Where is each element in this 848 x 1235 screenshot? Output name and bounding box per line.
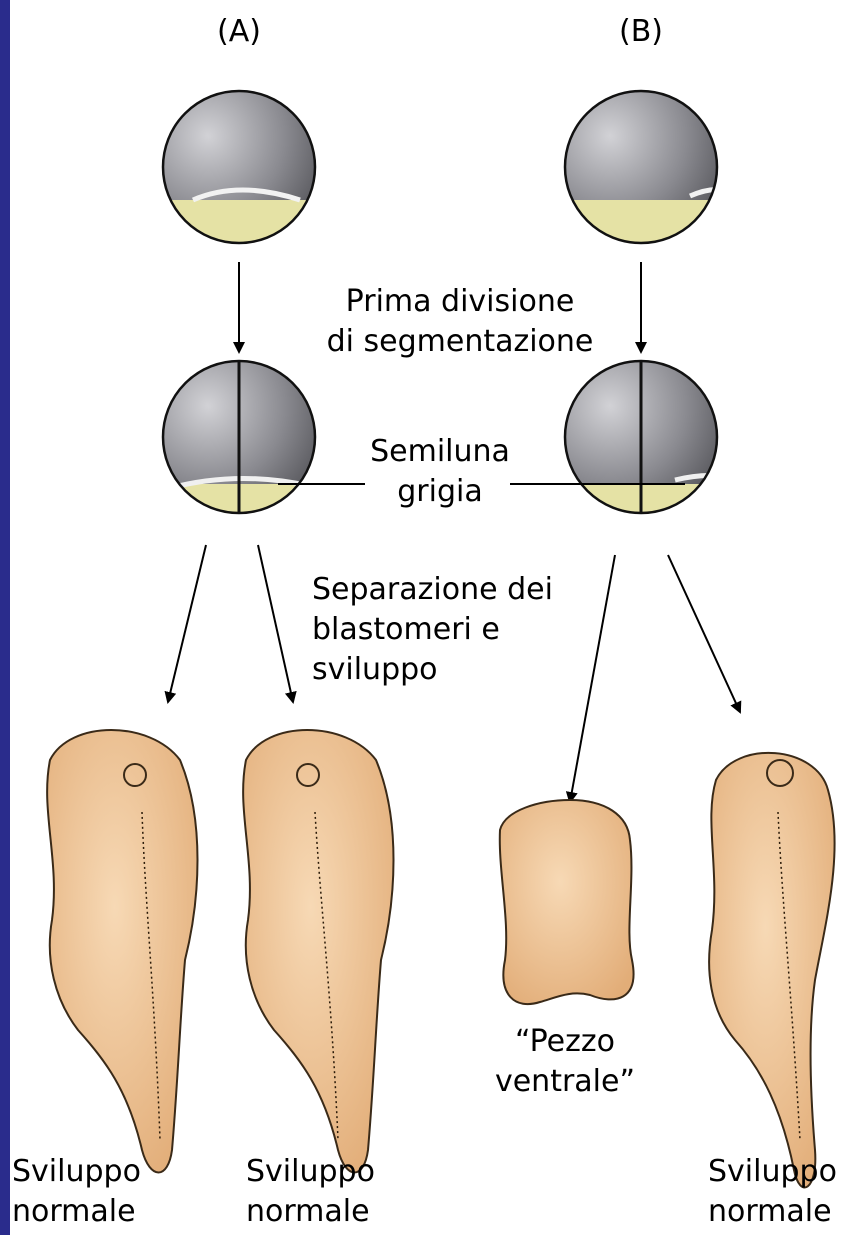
- result-a-right: Sviluppo normale: [246, 1152, 375, 1232]
- result-a-left: Sviluppo normale: [12, 1152, 141, 1232]
- egg-b: [562, 88, 722, 250]
- two-cell-embryo-b: [562, 358, 722, 524]
- egg-a: [160, 88, 320, 250]
- result-a-left-line2: normale: [12, 1192, 141, 1232]
- separation-line2: blastomeri e: [312, 610, 553, 650]
- separation-line1: Separazione dei: [312, 570, 553, 610]
- ventral-piece-line1: “Pezzo: [480, 1022, 650, 1062]
- slide: (A) (B) Prima divisione di segmentazione…: [10, 0, 848, 1235]
- result-b: Sviluppo normale: [708, 1152, 837, 1232]
- result-a-left-line1: Sviluppo: [12, 1152, 141, 1192]
- separation-label: Separazione dei blastomeri e sviluppo: [312, 570, 553, 690]
- result-b-line2: normale: [708, 1192, 837, 1232]
- ventral-piece: [500, 800, 634, 1004]
- gray-crescent-label: Semiluna grigia: [350, 432, 530, 512]
- result-a-right-line1: Sviluppo: [246, 1152, 375, 1192]
- two-cell-embryo-a: [160, 358, 320, 524]
- arrow-a-right-blastomere: [258, 545, 293, 702]
- ventral-piece-line2: ventrale”: [480, 1062, 650, 1102]
- arrow-b-ventral: [570, 555, 615, 802]
- gray-crescent-line2: grigia: [350, 472, 530, 512]
- panel-label-b: (B): [581, 12, 701, 52]
- tadpole-a-right: [243, 730, 393, 1173]
- tadpole-a-left: [47, 730, 197, 1173]
- arrow-a-left-blastomere: [168, 545, 206, 702]
- first-cleavage-line1: Prima divisione: [310, 282, 610, 322]
- arrow-b-dorsal: [668, 555, 740, 712]
- result-b-line1: Sviluppo: [708, 1152, 837, 1192]
- gray-crescent-line1: Semiluna: [350, 432, 530, 472]
- tadpole-b: [709, 753, 834, 1188]
- first-cleavage-line2: di segmentazione: [310, 322, 610, 362]
- panel-label-a: (A): [179, 12, 299, 52]
- ventral-piece-label: “Pezzo ventrale”: [480, 1022, 650, 1102]
- result-a-right-line2: normale: [246, 1192, 375, 1232]
- first-cleavage-label: Prima divisione di segmentazione: [310, 282, 610, 362]
- separation-line3: sviluppo: [312, 650, 553, 690]
